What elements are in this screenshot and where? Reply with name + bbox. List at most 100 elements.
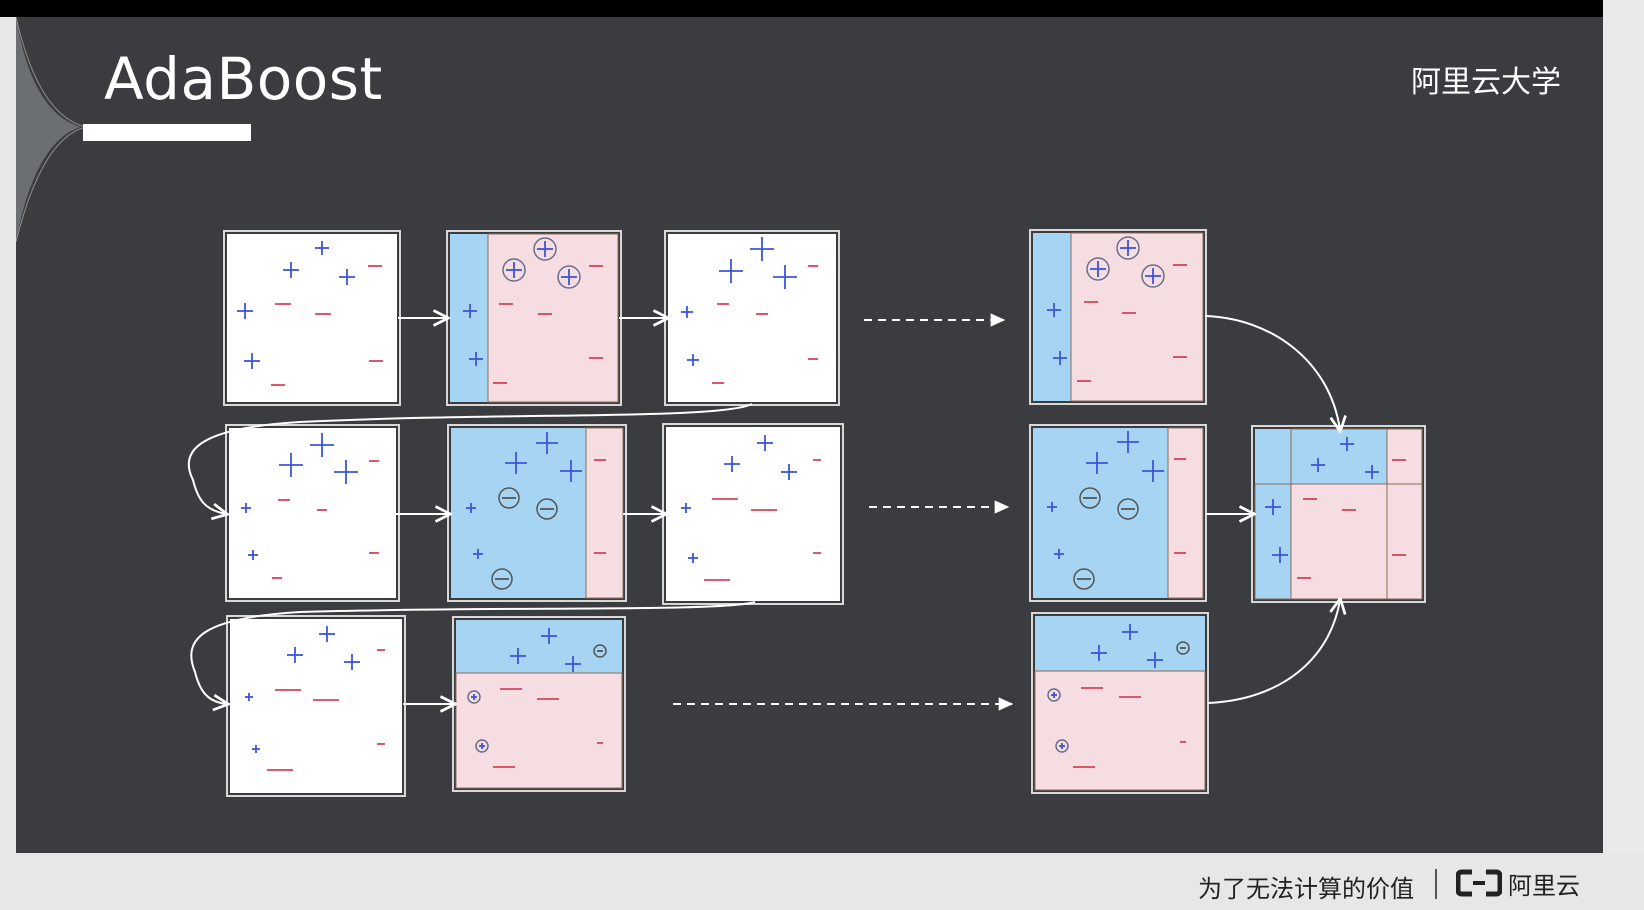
brand-label: 阿里云大学: [1411, 65, 1561, 100]
plus-mark-101: [541, 628, 557, 644]
plus-mark-25: [687, 354, 699, 366]
plus-mark-85: [1272, 547, 1288, 563]
panel-11-region-2: [456, 673, 622, 788]
plus-mark-1: [315, 241, 329, 255]
plus-mark-43: [334, 460, 358, 484]
panel-2-region-2: [488, 234, 618, 402]
plus-mark-114: [1047, 688, 1061, 702]
plus-mark-111: [1122, 624, 1138, 640]
right-margin-strip: [1603, 0, 1644, 853]
plus-mark-41: [310, 433, 334, 457]
plus-mark-31: [1116, 236, 1140, 260]
panel-4-region-2: [1071, 233, 1203, 401]
plus-mark-75: [1054, 549, 1064, 559]
panel-9-region-2: [1291, 429, 1387, 484]
plus-mark-12: [502, 258, 526, 282]
minus-circle-57: [498, 487, 520, 509]
minus-circle-60: [491, 568, 513, 590]
panel-12-region-1: [1035, 616, 1205, 671]
plus-mark-42: [279, 453, 303, 477]
plus-mark-53: [560, 460, 582, 482]
panel-1: [227, 234, 397, 402]
plus-mark-62: [724, 456, 740, 472]
plus-mark-45: [248, 550, 258, 560]
plus-mark-74: [1047, 502, 1057, 512]
panel-11-region-1: [456, 620, 622, 673]
panel-4-region-1: [1033, 233, 1071, 401]
plus-mark-112: [1091, 645, 1107, 661]
plus-mark-32: [1086, 257, 1110, 281]
plus-mark-92: [287, 647, 303, 663]
plus-mark-52: [505, 452, 527, 474]
minus-mark-60: [491, 568, 513, 590]
panel-8-region-2: [1168, 428, 1203, 598]
minus-circle-80: [1073, 568, 1095, 590]
panel-6-region-1: [451, 428, 586, 598]
plus-mark-13: [557, 265, 581, 289]
minus-mark-57: [498, 487, 520, 509]
footer-bar: 为了无法计算的价值 阿里云: [0, 853, 1644, 910]
panel-10: [230, 619, 402, 793]
plus-circle-115: [1055, 739, 1069, 753]
plus-mark-14: [463, 304, 477, 318]
plus-mark-35: [1053, 351, 1067, 365]
footer-slogan: 为了无法计算的价值: [1198, 875, 1414, 903]
plus-mark-115: [1055, 739, 1069, 753]
plus-circle-31: [1116, 236, 1140, 260]
plus-mark-3: [339, 269, 355, 285]
panel-9-region-1: [1255, 429, 1291, 484]
plus-mark-102: [510, 648, 526, 664]
plus-mark-64: [681, 503, 691, 513]
panel-9-boundary-5: [1386, 483, 1423, 600]
plus-mark-82: [1311, 458, 1325, 472]
plus-mark-84: [1265, 499, 1281, 515]
panel-11-boundary-1: [455, 672, 623, 789]
panel-8-region-1: [1033, 428, 1168, 598]
plus-mark-54: [466, 503, 476, 513]
panel-5: [229, 428, 396, 598]
plus-mark-104: [467, 690, 481, 704]
panel-12-region-2: [1035, 671, 1205, 790]
plus-mark-113: [1147, 652, 1163, 668]
minus-mark-80: [1073, 568, 1095, 590]
minus-mark-77: [1079, 487, 1101, 509]
minus-circle-78: [1117, 498, 1139, 520]
plus-mark-81: [1340, 437, 1354, 451]
plus-mark-21: [750, 237, 774, 261]
plus-mark-11: [533, 237, 557, 261]
wrap-connector-r1-r2: [187, 403, 753, 514]
wrap-connector-r2-r3: [190, 601, 756, 704]
top-black-bar: [0, 0, 1644, 17]
plus-circle-32: [1086, 257, 1110, 281]
panel-8-boundary-1: [1167, 427, 1204, 599]
plus-mark-71: [1117, 431, 1139, 453]
minus-mark-78: [1117, 498, 1139, 520]
plus-mark-93: [344, 654, 360, 670]
plus-circle-13: [557, 265, 581, 289]
minus-mark-116: [1176, 641, 1190, 655]
minus-circle-58: [536, 498, 558, 520]
plus-mark-34: [1047, 303, 1061, 317]
plus-mark-4: [237, 303, 253, 319]
panel-12-boundary-1: [1034, 670, 1206, 791]
panel-2-region-1: [450, 234, 488, 402]
arrow-to-ensemble-bottom: [1207, 600, 1340, 704]
plus-mark-55: [473, 549, 483, 559]
plus-mark-63: [781, 464, 797, 480]
panel-6-region-2: [586, 428, 623, 598]
plus-circle-104: [467, 690, 481, 704]
plus-mark-5: [244, 353, 260, 369]
footer-logo-text: 阿里云: [1508, 871, 1580, 900]
minus-circle-106: [593, 644, 607, 658]
plus-circle-33: [1141, 264, 1165, 288]
footer-logo: 阿里云: [1456, 867, 1580, 900]
plus-mark-105: [475, 739, 489, 753]
plus-circle-105: [475, 739, 489, 753]
panel-3: [668, 234, 836, 402]
footer-divider: [1435, 869, 1437, 899]
aliyun-logo-icon: [1456, 869, 1502, 897]
plus-circle-114: [1047, 688, 1061, 702]
plus-mark-24: [681, 306, 693, 318]
plus-mark-51: [536, 432, 558, 454]
plus-mark-95: [252, 745, 260, 753]
